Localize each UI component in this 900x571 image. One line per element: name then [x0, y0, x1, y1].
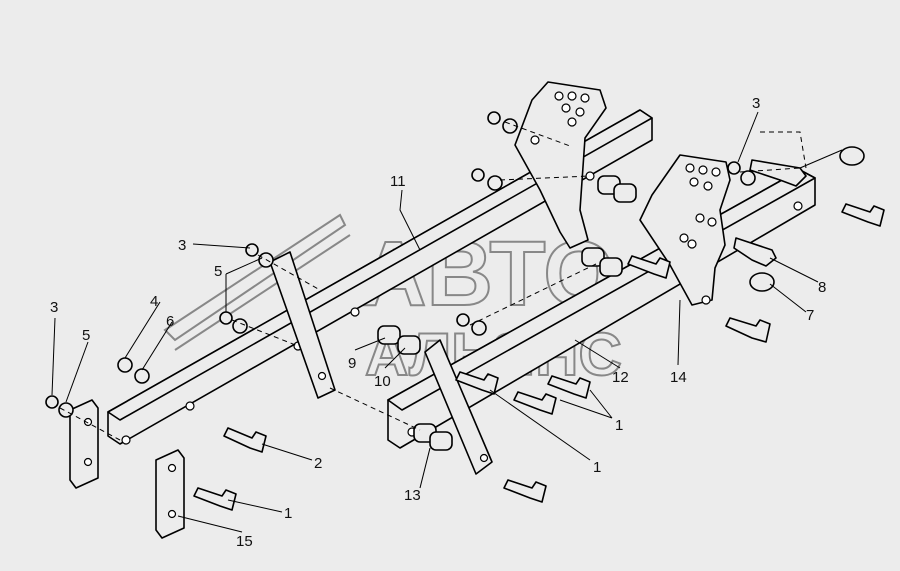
lower-bracket [639, 154, 731, 306]
callout-14: 14 [670, 369, 687, 386]
callout-3: 3 [752, 95, 760, 112]
callout-1: 1 [593, 459, 601, 476]
callouts: 3 5 3 5 4 6 3 11 9 10 12 14 8 7 1 1 1 2 … [50, 95, 826, 550]
bolts [193, 203, 885, 511]
callout-6: 6 [166, 313, 174, 330]
callout-8: 8 [818, 279, 826, 296]
plate-13 [424, 339, 493, 475]
upper-bracket [514, 81, 607, 249]
callout-13: 13 [404, 487, 421, 504]
plate-15 [155, 449, 185, 539]
callout-12: 12 [612, 369, 629, 386]
nuts-washers [45, 111, 756, 418]
main-bar [107, 109, 653, 445]
callout-15: 15 [236, 533, 253, 550]
callout-5: 5 [214, 263, 222, 280]
callout-1: 1 [615, 417, 623, 434]
callout-1: 1 [284, 505, 292, 522]
callout-9: 9 [348, 355, 356, 372]
pins [733, 146, 865, 292]
callout-10: 10 [374, 373, 391, 390]
callout-2: 2 [314, 455, 322, 472]
small-plate [269, 251, 336, 399]
callout-4: 4 [150, 293, 158, 310]
plate-5 [69, 399, 99, 489]
watermark-logo [163, 213, 351, 351]
leader-lines [51, 111, 819, 533]
assembly-lines [59, 121, 807, 441]
callout-7: 7 [806, 307, 814, 324]
callout-3: 3 [178, 237, 186, 254]
callout-11: 11 [390, 173, 406, 190]
callout-5: 5 [82, 327, 90, 344]
callout-3: 3 [50, 299, 58, 316]
